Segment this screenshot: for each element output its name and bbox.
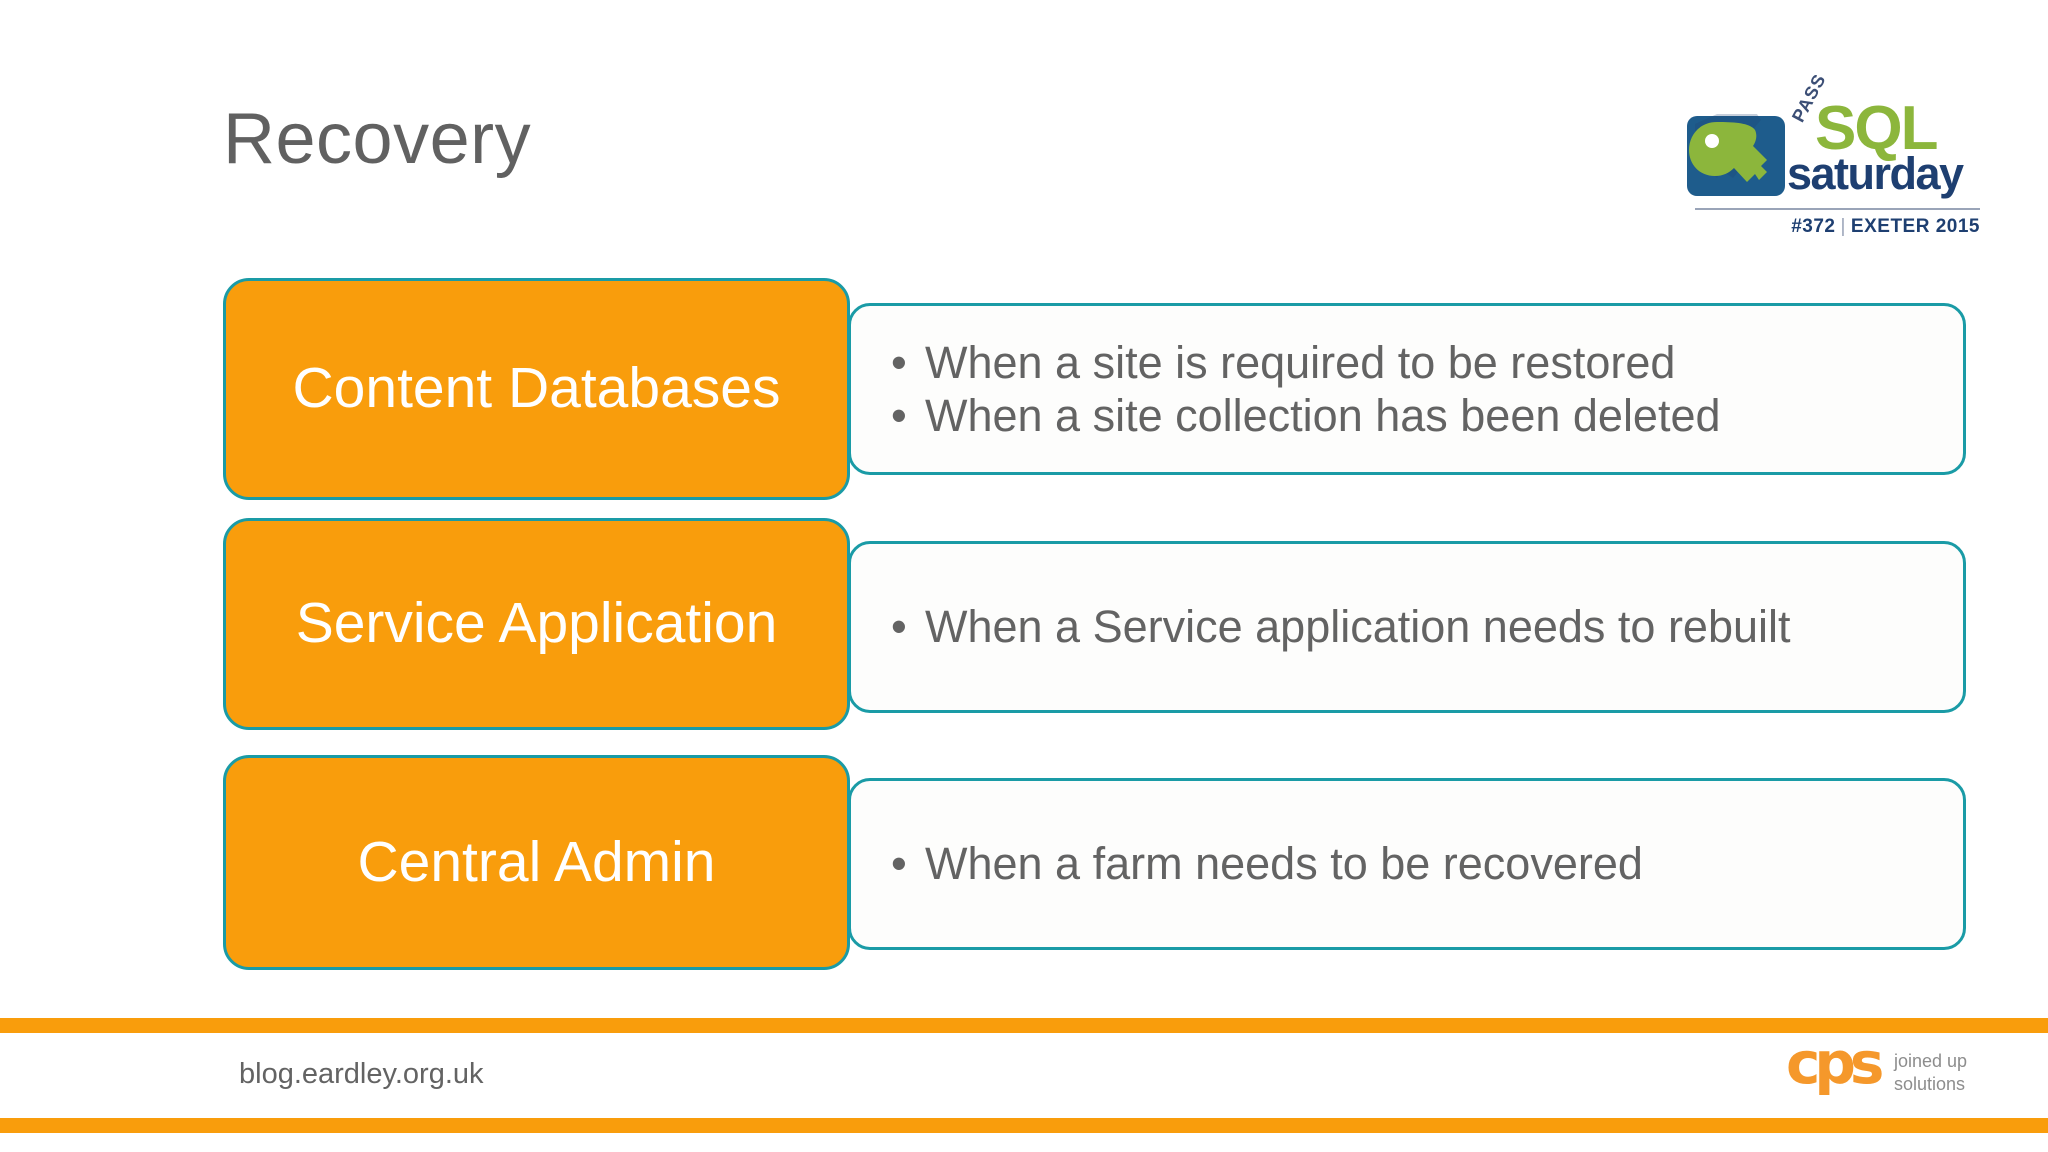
event-subtitle: #372|EXETER 2015 (1687, 216, 1980, 238)
bullet-icon: • (891, 390, 907, 441)
event-location-year: EXETER 2015 (1850, 216, 1980, 237)
cps-tagline-line1: joined up (1894, 1051, 1968, 1071)
page-title: Recovery (223, 99, 532, 179)
bullet-text: When a Service application needs to rebu… (925, 601, 1791, 653)
saturday-wordmark: saturday (1787, 148, 1964, 199)
cps-tagline-line2: solutions (1894, 1073, 1966, 1094)
bullet-text: When a site collection has been deleted (925, 390, 1721, 441)
key-icon (1687, 114, 1785, 196)
sqlsaturday-logo: PASS SQL saturday #372|EXETER 2015 (1687, 70, 1980, 249)
logo-divider-rule (1695, 208, 1980, 210)
cps-wordmark: cps (1786, 1029, 1884, 1097)
cps-logo: cps joined up solutions (1786, 1034, 1976, 1102)
bullet-icon: • (891, 838, 907, 890)
cps-tagline: joined up solutions (1894, 1050, 1967, 1095)
event-number: #372 (1791, 216, 1836, 237)
bullet-icon: • (891, 601, 907, 653)
row-label-box: Content Databases (223, 278, 850, 500)
list-item: • When a Service application needs to re… (891, 600, 1925, 653)
event-divider: | (1840, 216, 1846, 237)
footer-bar-bottom (0, 1118, 2048, 1133)
row-description-panel: • When a Service application needs to re… (848, 541, 1966, 713)
bullet-icon: • (891, 336, 907, 388)
sqlsaturday-logo-top: PASS SQL saturday (1687, 70, 1980, 207)
sql-wordmark: SQL (1815, 94, 1938, 163)
list-item: • When a farm needs to be recovered (891, 837, 1925, 890)
row-label-box: Central Admin (223, 755, 850, 970)
row-description-panel: • When a farm needs to be recovered (848, 778, 1966, 950)
bullet-text: When a site is required to be restored (925, 336, 1676, 388)
row-label-box: Service Application (223, 518, 850, 730)
footer-bar-top (0, 1018, 2048, 1033)
row-description-panel: • When a site is required to be restored… (848, 303, 1966, 475)
footer-url: blog.eardley.org.uk (239, 1058, 484, 1090)
bullet-text: When a farm needs to be recovered (925, 838, 1643, 890)
list-item: • When a site collection has been delete… (891, 389, 1925, 442)
list-item: • When a site is required to be restored (891, 336, 1925, 389)
